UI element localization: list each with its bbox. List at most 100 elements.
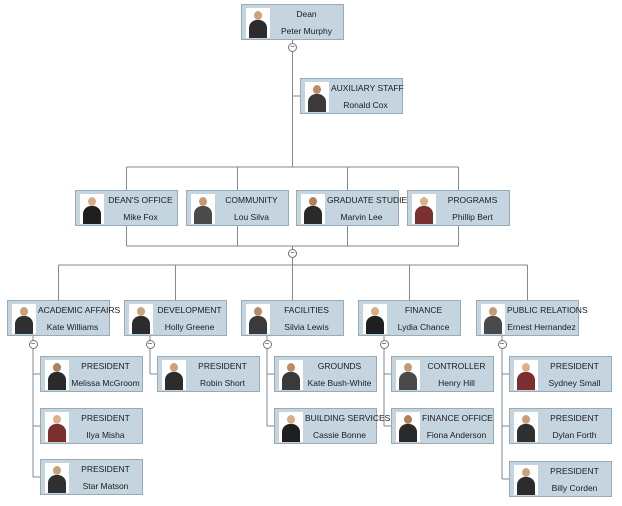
node-name: Marvin Lee bbox=[340, 212, 383, 222]
node-name: Dylan Forth bbox=[552, 430, 597, 440]
node-name: Phillip Bert bbox=[452, 212, 493, 222]
node-name: Holly Greene bbox=[164, 322, 215, 332]
node-name: Cassie Bonne bbox=[313, 430, 366, 440]
node-title: PRESIDENT bbox=[550, 466, 599, 476]
org-node-development[interactable]: DEVELOPMENT Holly Greene bbox=[124, 300, 227, 336]
person-photo-icon bbox=[481, 304, 505, 334]
collapse-toggle-icon-public-relations[interactable]: − bbox=[497, 339, 507, 349]
org-node-graduate-studies[interactable]: GRADUATE STUDIES Marvin Lee bbox=[296, 190, 413, 226]
photo-torso bbox=[517, 424, 535, 442]
node-name: Melissa McGroom bbox=[71, 378, 140, 388]
photo-torso bbox=[48, 475, 66, 493]
node-title: ACADEMIC AFFAIRS bbox=[38, 305, 121, 315]
node-name: Ilya Misha bbox=[86, 430, 125, 440]
person-photo-icon bbox=[191, 194, 215, 224]
node-name: Billy Corden bbox=[551, 483, 598, 493]
photo-head bbox=[254, 307, 262, 316]
photo-torso bbox=[282, 424, 300, 442]
photo-head bbox=[313, 85, 321, 94]
photo-head bbox=[522, 415, 530, 424]
photo-head bbox=[137, 307, 145, 316]
person-photo-icon bbox=[363, 304, 387, 334]
photo-torso bbox=[366, 316, 384, 334]
org-node-aa-president-3[interactable]: PRESIDENT Star Matson bbox=[40, 459, 143, 495]
node-name: Kate Bush-White bbox=[307, 378, 372, 388]
node-title: GRADUATE STUDIES bbox=[327, 195, 413, 205]
person-photo-icon bbox=[246, 8, 270, 38]
collapse-toggle-icon-academic-affairs[interactable]: − bbox=[28, 339, 38, 349]
org-node-facilities[interactable]: FACILITIES Silvia Lewis bbox=[241, 300, 344, 336]
photo-torso bbox=[517, 372, 535, 390]
person-photo-icon bbox=[246, 304, 270, 334]
org-node-pr-president-3[interactable]: PRESIDENT Billy Corden bbox=[509, 461, 612, 497]
person-photo-icon bbox=[45, 360, 69, 390]
node-name: Mike Fox bbox=[123, 212, 158, 222]
photo-head bbox=[489, 307, 497, 316]
photo-torso bbox=[304, 206, 322, 224]
photo-torso bbox=[484, 316, 502, 334]
node-title: DEVELOPMENT bbox=[157, 305, 222, 315]
person-photo-icon bbox=[396, 412, 420, 442]
node-title: GROUNDS bbox=[317, 361, 362, 371]
collapse-toggle-icon-development[interactable]: − bbox=[145, 339, 155, 349]
photo-torso bbox=[308, 94, 326, 112]
photo-torso bbox=[165, 372, 183, 390]
node-title: COMMUNITY bbox=[225, 195, 278, 205]
org-node-aa-president-1[interactable]: PRESIDENT Melissa McGroom bbox=[40, 356, 143, 392]
org-node-finance[interactable]: FINANCE Lydia Chance bbox=[358, 300, 461, 336]
node-name: Silvia Lewis bbox=[284, 322, 329, 332]
photo-head bbox=[404, 415, 412, 424]
node-title: PRESIDENT bbox=[81, 464, 130, 474]
node-name: Kate Williams bbox=[46, 322, 99, 332]
photo-head bbox=[53, 415, 61, 424]
person-photo-icon bbox=[412, 194, 436, 224]
photo-head bbox=[371, 307, 379, 316]
org-node-grounds[interactable]: GROUNDS Kate Bush-White bbox=[274, 356, 377, 392]
person-photo-icon bbox=[80, 194, 104, 224]
photo-head bbox=[53, 363, 61, 372]
photo-torso bbox=[83, 206, 101, 224]
node-name: Lydia Chance bbox=[397, 322, 450, 332]
photo-head bbox=[199, 197, 207, 206]
node-name: Fiona Anderson bbox=[426, 430, 487, 440]
org-node-academic-affairs[interactable]: ACADEMIC AFFAIRS Kate Williams bbox=[7, 300, 121, 336]
photo-head bbox=[522, 468, 530, 477]
collapse-toggle-icon-finance[interactable]: − bbox=[379, 339, 389, 349]
photo-head bbox=[88, 197, 96, 206]
node-name: Ronald Cox bbox=[343, 100, 388, 110]
photo-head bbox=[287, 415, 295, 424]
photo-torso bbox=[399, 424, 417, 442]
photo-torso bbox=[517, 477, 535, 495]
person-photo-icon bbox=[396, 360, 420, 390]
collapse-toggle-icon-level2[interactable]: − bbox=[288, 248, 297, 258]
node-title: PRESIDENT bbox=[550, 361, 599, 371]
collapse-toggle-icon-dean[interactable]: − bbox=[288, 43, 297, 52]
person-photo-icon bbox=[45, 463, 69, 493]
collapse-toggle-icon-facilities[interactable]: − bbox=[262, 339, 272, 349]
node-title: PRESIDENT bbox=[81, 361, 130, 371]
node-title: FINANCE bbox=[404, 305, 443, 315]
photo-head bbox=[522, 363, 530, 372]
node-title: PRESIDENT bbox=[198, 361, 247, 371]
photo-head bbox=[420, 197, 428, 206]
person-photo-icon bbox=[514, 360, 538, 390]
photo-head bbox=[53, 466, 61, 475]
photo-torso bbox=[415, 206, 433, 224]
node-name: Star Matson bbox=[82, 481, 129, 491]
photo-torso bbox=[249, 316, 267, 334]
node-title: FACILITIES bbox=[284, 305, 329, 315]
